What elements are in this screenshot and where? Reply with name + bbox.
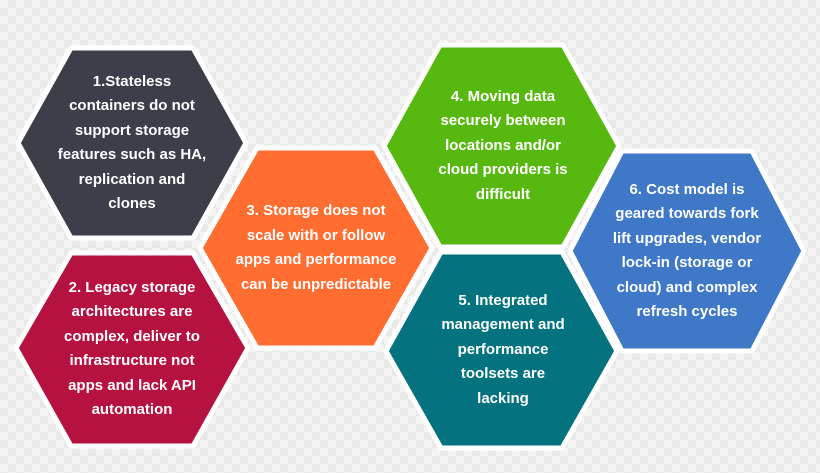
hexagon-2-text: 2. Legacy storage architectures are comp…	[64, 278, 200, 419]
hexagon-4-text: 4. Moving data securely between location…	[438, 87, 568, 203]
hexagon-6-shape	[567, 148, 807, 354]
hexagon-2-shape	[13, 250, 251, 449]
hexagon-5-text: 5. Integrated management and performance…	[441, 291, 565, 407]
hexagon-1-shape	[15, 45, 249, 241]
hexagon-4-shape	[381, 42, 622, 250]
hexagon-1-text: 1.Stateless containers do not support st…	[57, 72, 207, 213]
hexagon-5-shape	[383, 249, 620, 451]
hexagon-3-text: 3. Storage does not scale with or follow…	[235, 202, 397, 293]
hexagon-6-text: 6. Cost model is geared towards fork lif…	[612, 180, 762, 321]
hexagon-3-shape	[197, 145, 435, 351]
